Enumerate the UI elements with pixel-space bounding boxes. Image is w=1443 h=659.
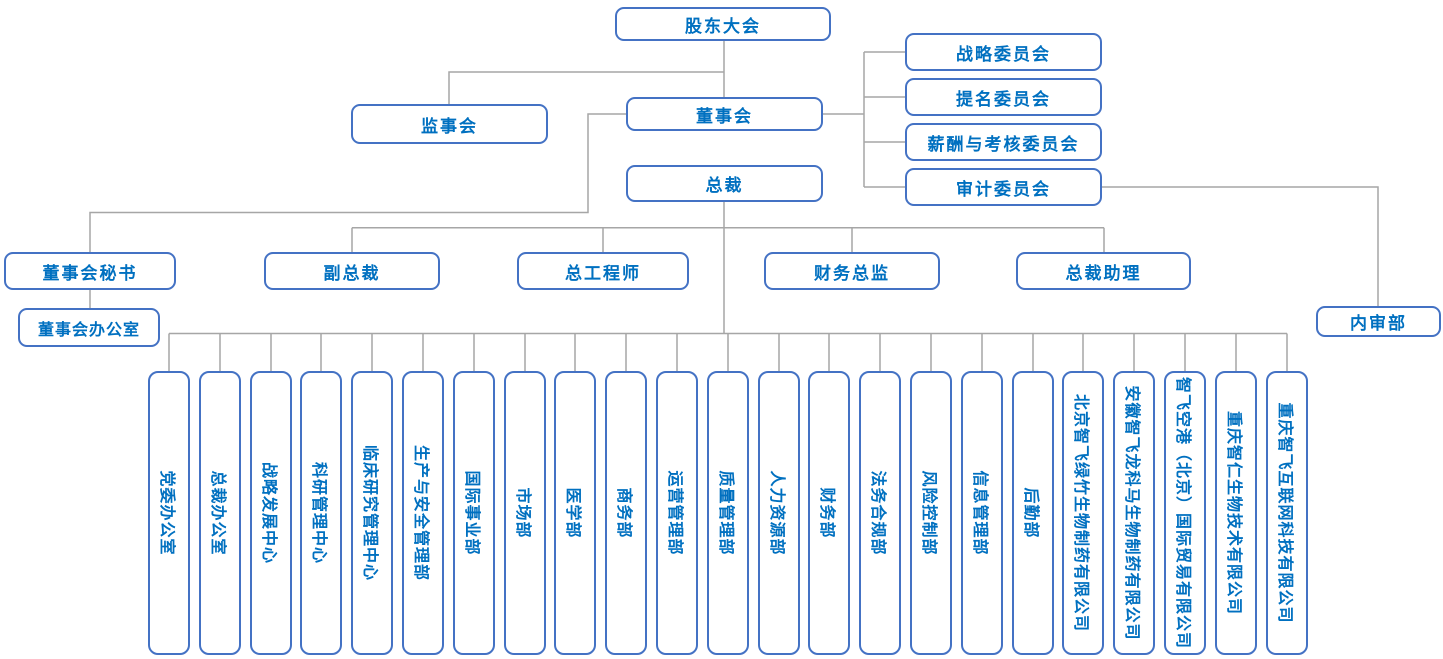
subsidiary-node: 安徽智飞龙科马生物制药有限公司: [1113, 371, 1155, 655]
committee-node-nomination: 提名委员会: [905, 78, 1102, 116]
supervisory-board-label: 监事会: [421, 116, 478, 136]
department-label: 临床研究管理中心: [361, 444, 378, 582]
department-node: 临床研究管理中心: [351, 371, 393, 655]
department-label: 商务部: [615, 487, 632, 539]
executive-label: 财务总监: [814, 263, 890, 283]
internal-audit-node: 内审部: [1316, 306, 1441, 337]
committee-label: 战略委员会: [956, 44, 1051, 64]
department-label: 战略发展中心: [260, 461, 277, 565]
supervisory-board-node: 监事会: [351, 104, 548, 144]
committee-label: 审计委员会: [956, 179, 1051, 199]
subsidiary-label: 安徽智飞龙科马生物制药有限公司: [1123, 385, 1140, 641]
department-node: 风险控制部: [910, 371, 952, 655]
subsidiary-node: 北京智飞绿竹生物制药有限公司: [1062, 371, 1104, 655]
department-node: 运营管理部: [656, 371, 698, 655]
subsidiary-node: 智飞空港（北京）国际贸易有限公司: [1164, 371, 1206, 655]
internal-audit-label: 内审部: [1350, 314, 1407, 333]
department-node: 后勤部: [1012, 371, 1054, 655]
department-node: 人力资源部: [758, 371, 800, 655]
department-label: 财务部: [818, 487, 835, 539]
department-label: 后勤部: [1022, 487, 1039, 539]
committee-node-strategy: 战略委员会: [905, 33, 1102, 71]
department-node: 科研管理中心: [300, 371, 342, 655]
connector-audit-internal-audit: [1102, 186, 1379, 306]
executive-label: 董事会秘书: [42, 263, 138, 283]
shareholders-meeting-label: 股东大会: [685, 16, 761, 36]
connector-board-secretary-branch: [89, 113, 626, 308]
board-office-node: 董事会办公室: [18, 308, 160, 347]
board-of-directors-node: 董事会: [626, 97, 823, 131]
president-node: 总裁: [626, 165, 823, 202]
department-label: 风险控制部: [920, 470, 937, 556]
department-node: 医学部: [554, 371, 596, 655]
executive-label: 总工程师: [565, 263, 641, 283]
executive-node-cfo: 财务总监: [764, 252, 940, 290]
department-node: 总裁办公室: [199, 371, 241, 655]
committee-label: 提名委员会: [956, 89, 1051, 109]
executive-node-board-secretary: 董事会秘书: [4, 252, 176, 290]
department-label: 信息管理部: [971, 470, 988, 556]
executive-node-chief-engineer: 总工程师: [517, 252, 689, 290]
board-office-label: 董事会办公室: [37, 321, 140, 339]
subsidiary-label: 重庆智仁生物技术有限公司: [1225, 410, 1242, 616]
committee-node-remuneration: 薪酬与考核委员会: [905, 123, 1102, 161]
subsidiary-node: 重庆智仁生物技术有限公司: [1215, 371, 1257, 655]
connector-supervisory-branch: [448, 71, 724, 104]
department-label: 市场部: [514, 487, 531, 539]
department-node: 质量管理部: [707, 371, 749, 655]
subsidiary-node: 重庆智飞互联网科技有限公司: [1266, 371, 1308, 655]
subsidiary-label: 智飞空港（北京）国际贸易有限公司: [1174, 376, 1191, 650]
executive-label: 总裁助理: [1065, 263, 1142, 283]
executive-node-president-assistant: 总裁助理: [1016, 252, 1191, 290]
department-label: 生产与安全管理部: [412, 444, 429, 582]
connector-president-executives-feeder: [351, 226, 1105, 252]
department-label: 党委办公室: [158, 470, 175, 556]
connector-committee-bracket: [823, 51, 905, 188]
department-label: 质量管理部: [717, 470, 734, 556]
department-label: 国际事业部: [463, 470, 480, 556]
department-label: 科研管理中心: [310, 461, 327, 565]
executive-node-vice-president: 副总裁: [264, 252, 440, 290]
department-label: 人力资源部: [768, 470, 785, 556]
subsidiary-label: 重庆智飞互联网科技有限公司: [1276, 402, 1293, 624]
shareholders-meeting-node: 股东大会: [615, 7, 831, 41]
connector-bottom-feeder: [168, 332, 1288, 371]
department-node: 市场部: [504, 371, 546, 655]
board-of-directors-label: 董事会: [696, 106, 753, 126]
department-node: 国际事业部: [453, 371, 495, 655]
department-node: 财务部: [808, 371, 850, 655]
president-label: 总裁: [705, 176, 744, 195]
department-node: 法务合规部: [859, 371, 901, 655]
department-node: 生产与安全管理部: [402, 371, 444, 655]
executive-label: 副总裁: [323, 263, 381, 283]
committee-label: 薪酬与考核委员会: [927, 134, 1080, 154]
department-node: 战略发展中心: [250, 371, 292, 655]
department-label: 医学部: [564, 487, 581, 539]
department-node: 商务部: [605, 371, 647, 655]
department-node: 信息管理部: [961, 371, 1003, 655]
department-label: 总裁办公室: [209, 470, 226, 556]
department-label: 法务合规部: [869, 470, 886, 556]
department-label: 运营管理部: [666, 470, 683, 556]
subsidiary-label: 北京智飞绿竹生物制药有限公司: [1072, 393, 1089, 633]
committee-node-audit: 审计委员会: [905, 168, 1102, 206]
department-node: 党委办公室: [148, 371, 190, 655]
